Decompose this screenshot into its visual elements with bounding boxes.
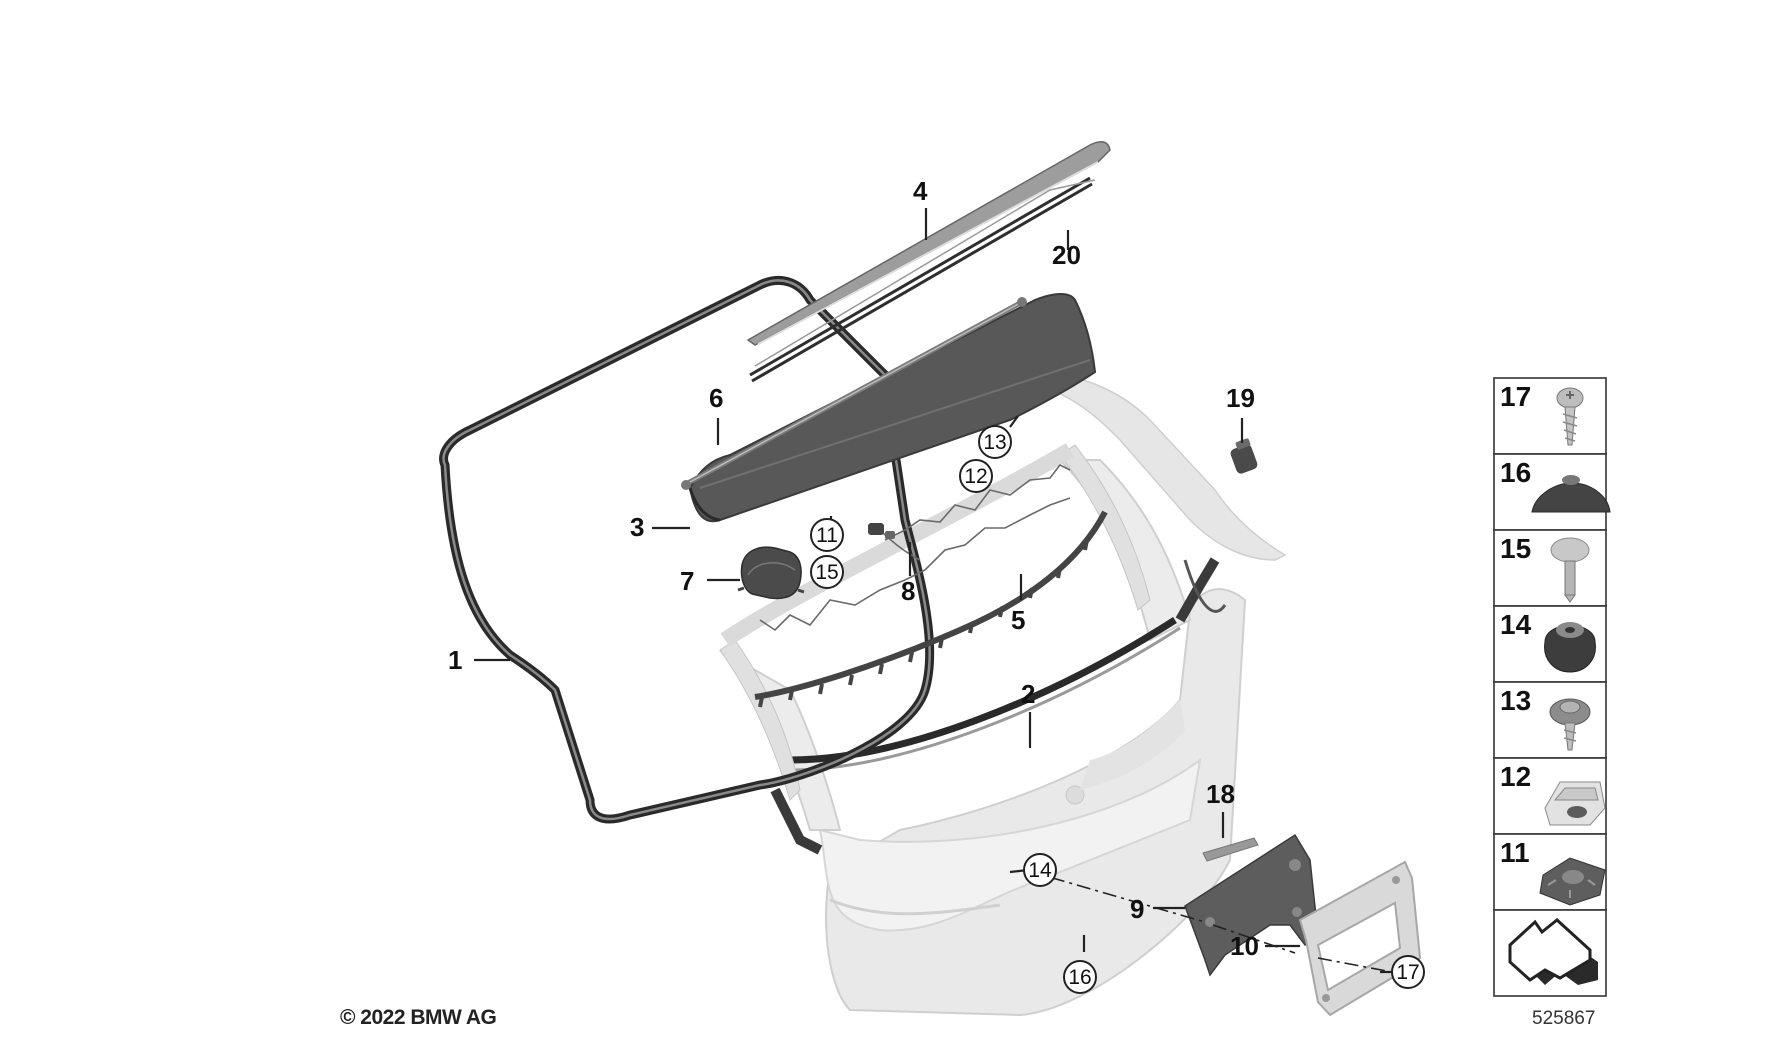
legend-number-13: 13 bbox=[1500, 685, 1531, 716]
legend-number-16: 16 bbox=[1500, 457, 1531, 488]
small-parts-legend: 17 16 15 14 13 12 11 bbox=[1493, 377, 1611, 1029]
circled-callout-14: 14 bbox=[1028, 859, 1052, 882]
legend-number-14: 14 bbox=[1500, 609, 1532, 640]
clip-nut-icon bbox=[1544, 781, 1606, 826]
circled-callout-12: 12 bbox=[964, 465, 987, 488]
callout-20: 20 bbox=[1052, 240, 1081, 270]
washer-screw-icon bbox=[1549, 698, 1591, 751]
license-frame-10 bbox=[1298, 860, 1422, 1017]
spoiler-trim-4 bbox=[746, 140, 1111, 346]
callout-1: 1 bbox=[448, 645, 462, 675]
circled-callout-15: 15 bbox=[815, 561, 838, 584]
circled-callout-17: 17 bbox=[1396, 961, 1419, 984]
callout-4: 4 bbox=[913, 176, 928, 206]
tailgate-seal-1 bbox=[439, 275, 935, 824]
license-bracket-9 bbox=[1184, 833, 1319, 977]
callout-2: 2 bbox=[1021, 679, 1035, 709]
rod-6 bbox=[681, 297, 1027, 490]
hinge-bracket-19 bbox=[1038, 374, 1287, 561]
tailgate-body bbox=[719, 459, 1247, 1017]
callout-5: 5 bbox=[1011, 605, 1025, 635]
circled-callouts: 13 12 11 15 14 16 17 bbox=[810, 425, 1425, 994]
legend-number-12: 12 bbox=[1500, 761, 1531, 792]
seal-strips-20 bbox=[749, 176, 1096, 383]
callout-9: 9 bbox=[1130, 894, 1144, 924]
legend-number-15: 15 bbox=[1500, 533, 1531, 564]
callout-labels: 1 2 3 4 5 6 7 8 9 10 18 19 20 bbox=[448, 176, 1259, 961]
dome-plug-icon bbox=[1531, 475, 1611, 513]
callout-6: 6 bbox=[709, 383, 723, 413]
diagram-number: 525867 bbox=[1532, 1008, 1595, 1029]
callout-18: 18 bbox=[1206, 779, 1235, 809]
callout-8: 8 bbox=[901, 576, 915, 606]
cover-7 bbox=[737, 546, 805, 600]
trim-strip-5 bbox=[754, 510, 1108, 708]
circled-callout-11: 11 bbox=[816, 524, 838, 547]
legend-number-17: 17 bbox=[1500, 381, 1531, 412]
callout-10: 10 bbox=[1230, 931, 1259, 961]
wiring-harness-8 bbox=[759, 463, 1071, 632]
square-nut-icon bbox=[1539, 857, 1606, 906]
legend-number-11: 11 bbox=[1500, 837, 1530, 868]
screw-icon bbox=[1556, 387, 1584, 446]
grommet-icon bbox=[1544, 622, 1596, 673]
callout-3: 3 bbox=[630, 512, 644, 542]
circled-callout-16: 16 bbox=[1068, 966, 1091, 989]
inner-frame-structure bbox=[719, 443, 1151, 801]
rear-spoiler-3 bbox=[688, 293, 1097, 523]
callout-7: 7 bbox=[680, 566, 694, 596]
assembly-lines bbox=[1024, 869, 1393, 973]
pad-18 bbox=[1202, 837, 1259, 862]
rivet-screw-icon bbox=[1550, 537, 1590, 603]
copyright-text: © 2022 BMW AG bbox=[340, 1006, 497, 1029]
circled-callout-13: 13 bbox=[983, 431, 1006, 454]
callout-19: 19 bbox=[1226, 383, 1255, 413]
arrow-navigation-icon[interactable] bbox=[1508, 918, 1598, 985]
